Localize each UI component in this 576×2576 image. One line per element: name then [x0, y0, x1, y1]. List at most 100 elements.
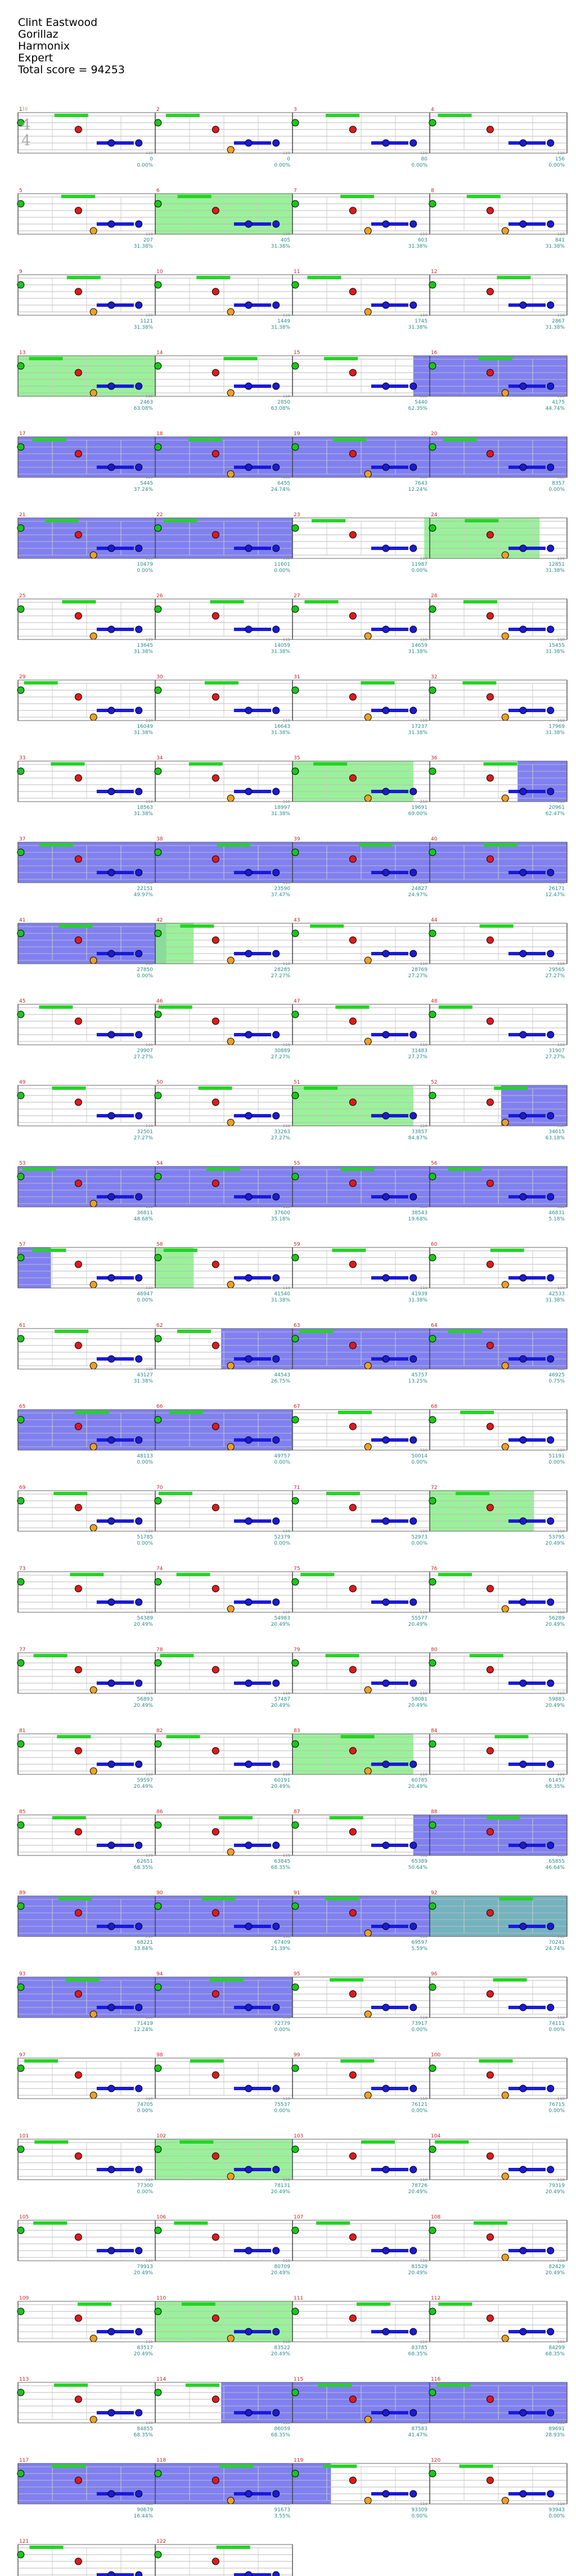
measure-number: 39	[294, 837, 300, 842]
measure-score: 11601	[274, 562, 290, 567]
measure-score: 0	[287, 156, 290, 162]
measure-percent: 31.38%	[408, 244, 428, 249]
note-gem	[17, 1902, 25, 1910]
star-power-phrase-bar	[34, 2140, 69, 2144]
note-gem	[245, 2571, 253, 2576]
note-gem	[291, 200, 299, 208]
measure-score: 67409	[274, 1940, 290, 1946]
note-gem	[501, 1443, 509, 1451]
note-gem	[272, 869, 280, 876]
note-gem	[382, 220, 390, 228]
note-gem	[349, 2152, 357, 2160]
game-name: Harmonix	[18, 40, 70, 52]
measure-percent: 49.97%	[134, 892, 154, 898]
note-gem	[364, 1929, 372, 1937]
note-gem	[429, 1335, 436, 1343]
note-gem	[154, 1092, 162, 1099]
measure-percent: 62.47%	[546, 811, 565, 817]
note-gem	[410, 544, 417, 552]
measure-percent: 68.35%	[271, 1865, 291, 1871]
measure-number: 82	[156, 1728, 163, 1734]
note-gem	[429, 2145, 436, 2153]
note-gem	[89, 1767, 97, 1775]
note-gem	[382, 1193, 390, 1201]
measure-percent: 21.39%	[271, 1946, 291, 1952]
note-gem	[107, 869, 115, 876]
measure-number: 25	[19, 593, 25, 599]
note-gem	[364, 1362, 372, 1370]
measure-number: 51	[294, 1080, 300, 1085]
note-gem	[107, 463, 115, 471]
measure-score: 29907	[137, 1048, 153, 1054]
note-gem	[89, 1443, 97, 1451]
measure-number: 76	[431, 1566, 438, 1572]
note-gem	[410, 1436, 417, 1444]
note-gem	[135, 2085, 143, 2092]
note-gem	[89, 551, 97, 559]
measure-score: 53795	[548, 1535, 565, 1540]
measure-score: 31907	[548, 1048, 565, 1054]
measure-number: 72	[431, 1485, 437, 1491]
measure-percent: 31.38%	[134, 811, 154, 817]
note-gem	[74, 450, 82, 458]
measure-score: 54389	[137, 1616, 153, 1621]
note-gem	[429, 767, 436, 775]
note-gem	[212, 1504, 219, 1511]
note-gem	[547, 1517, 555, 1525]
note-gem	[272, 1598, 280, 1606]
note-gem	[410, 1031, 417, 1039]
measure-number: 60	[431, 1242, 438, 1247]
star-power-phrase-bar	[299, 1330, 334, 1333]
staff-frame	[17, 2139, 568, 2180]
note-gem	[227, 470, 235, 478]
note-gem	[501, 2497, 509, 2505]
measure-score: 49757	[274, 1454, 290, 1459]
measure-percent: 0.00%	[137, 973, 153, 979]
staff-frame	[17, 679, 568, 721]
note-gem	[212, 1666, 219, 1674]
measure-score: 60785	[411, 1778, 428, 1783]
note-gem	[272, 1355, 280, 1363]
note-gem	[486, 774, 494, 782]
note-gem	[17, 2226, 25, 2234]
star-power-phrase-bar	[177, 195, 212, 198]
measure-percent: 20.49%	[134, 1622, 154, 1627]
measure-score: 603	[418, 238, 428, 243]
measure-score: 83785	[411, 2345, 428, 2351]
star-power-phrase-bar	[494, 1735, 529, 1738]
note-gem	[135, 950, 143, 958]
measure-number: 67	[294, 1404, 300, 1410]
note-gem	[410, 220, 417, 228]
note-gem	[135, 220, 143, 228]
measure-percent: 0.00%	[274, 163, 290, 168]
note-gem	[349, 1423, 357, 1430]
measure-number: 80	[431, 1647, 438, 1653]
note-gem	[107, 950, 115, 958]
note-gem	[135, 1436, 143, 1444]
note-gem	[291, 1173, 299, 1180]
note-gem	[382, 1841, 390, 1849]
note-gem	[291, 281, 299, 289]
measure-percent: 20.49%	[408, 2270, 428, 2276]
measure-percent: 27.27%	[546, 1054, 565, 1060]
measure-score: 26171	[548, 886, 565, 892]
note-gem	[245, 950, 253, 958]
note-gem	[349, 2233, 357, 2241]
note-gem	[291, 524, 299, 532]
measure-number: 57	[19, 1242, 25, 1247]
note-gem	[486, 207, 494, 214]
star-power-phrase-bar	[58, 1897, 92, 1900]
measure-percent: 37.47%	[271, 892, 291, 898]
note-gem	[486, 2233, 494, 2241]
star-power-phrase-bar	[497, 276, 531, 279]
measure-score: 45757	[411, 1372, 428, 1378]
star-power-phrase-bar	[188, 762, 223, 766]
note-gem	[212, 1260, 219, 1268]
measure-number: 96	[431, 1971, 438, 1977]
star-power-phrase-bar	[54, 2383, 88, 2387]
note-gem	[245, 2328, 253, 2336]
note-gem	[519, 1760, 527, 1768]
measure-number: 38	[156, 837, 163, 842]
note-gem	[382, 2085, 390, 2092]
